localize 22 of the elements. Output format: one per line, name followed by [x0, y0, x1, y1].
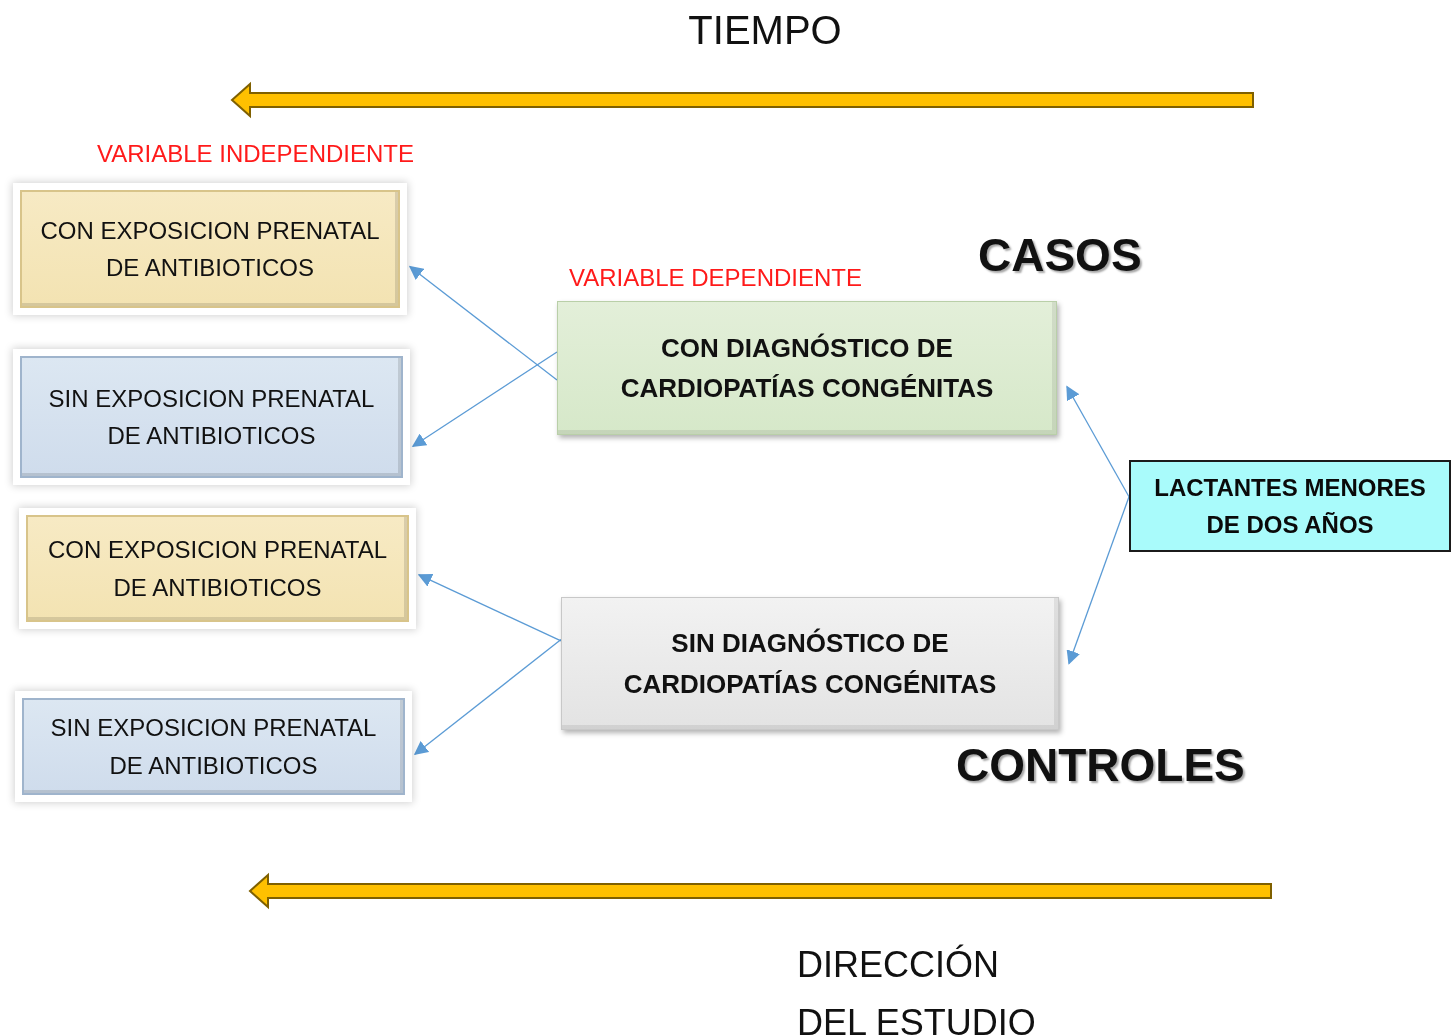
arrow — [408, 265, 558, 381]
box-text: CON DIAGNÓSTICO DE CARDIOPATÍAS CONGÉNITAS — [619, 331, 995, 405]
arrow — [413, 638, 562, 756]
annotation-text: VARIABLE INDEPENDIENTE — [97, 140, 415, 169]
group-label: CONTROLES — [956, 738, 1246, 793]
group-label: CASOS — [978, 228, 1143, 283]
process-box — [1129, 460, 1451, 552]
process-box — [561, 597, 1059, 730]
process-box — [557, 301, 1057, 435]
title-text: TIEMPO — [687, 7, 843, 54]
annotation-text: VARIABLE DEPENDIENTE — [569, 264, 863, 293]
annotation-text: DIRECCIÓN DEL ESTUDIO — [797, 943, 1037, 1035]
arrow — [1066, 496, 1130, 665]
box-text: SIN DIAGNÓSTICO DE CARDIOPATÍAS CONGÉNITAS — [622, 627, 998, 701]
arrow — [411, 351, 558, 448]
arrow — [417, 573, 562, 642]
box-text: CON EXPOSICION PRENATAL DE ANTIBIOTICOS — [39, 215, 381, 283]
box-text: LACTANTES MENORES DE DOS AÑOS — [1153, 472, 1427, 540]
arrow — [1066, 385, 1130, 498]
box-text: SIN EXPOSICION PRENATAL DE ANTIBIOTICOS — [49, 713, 378, 781]
box-text: CON EXPOSICION PRENATAL DE ANTIBIOTICOS — [46, 535, 389, 603]
box-text: SIN EXPOSICION PRENATAL DE ANTIBIOTICOS — [47, 383, 376, 451]
